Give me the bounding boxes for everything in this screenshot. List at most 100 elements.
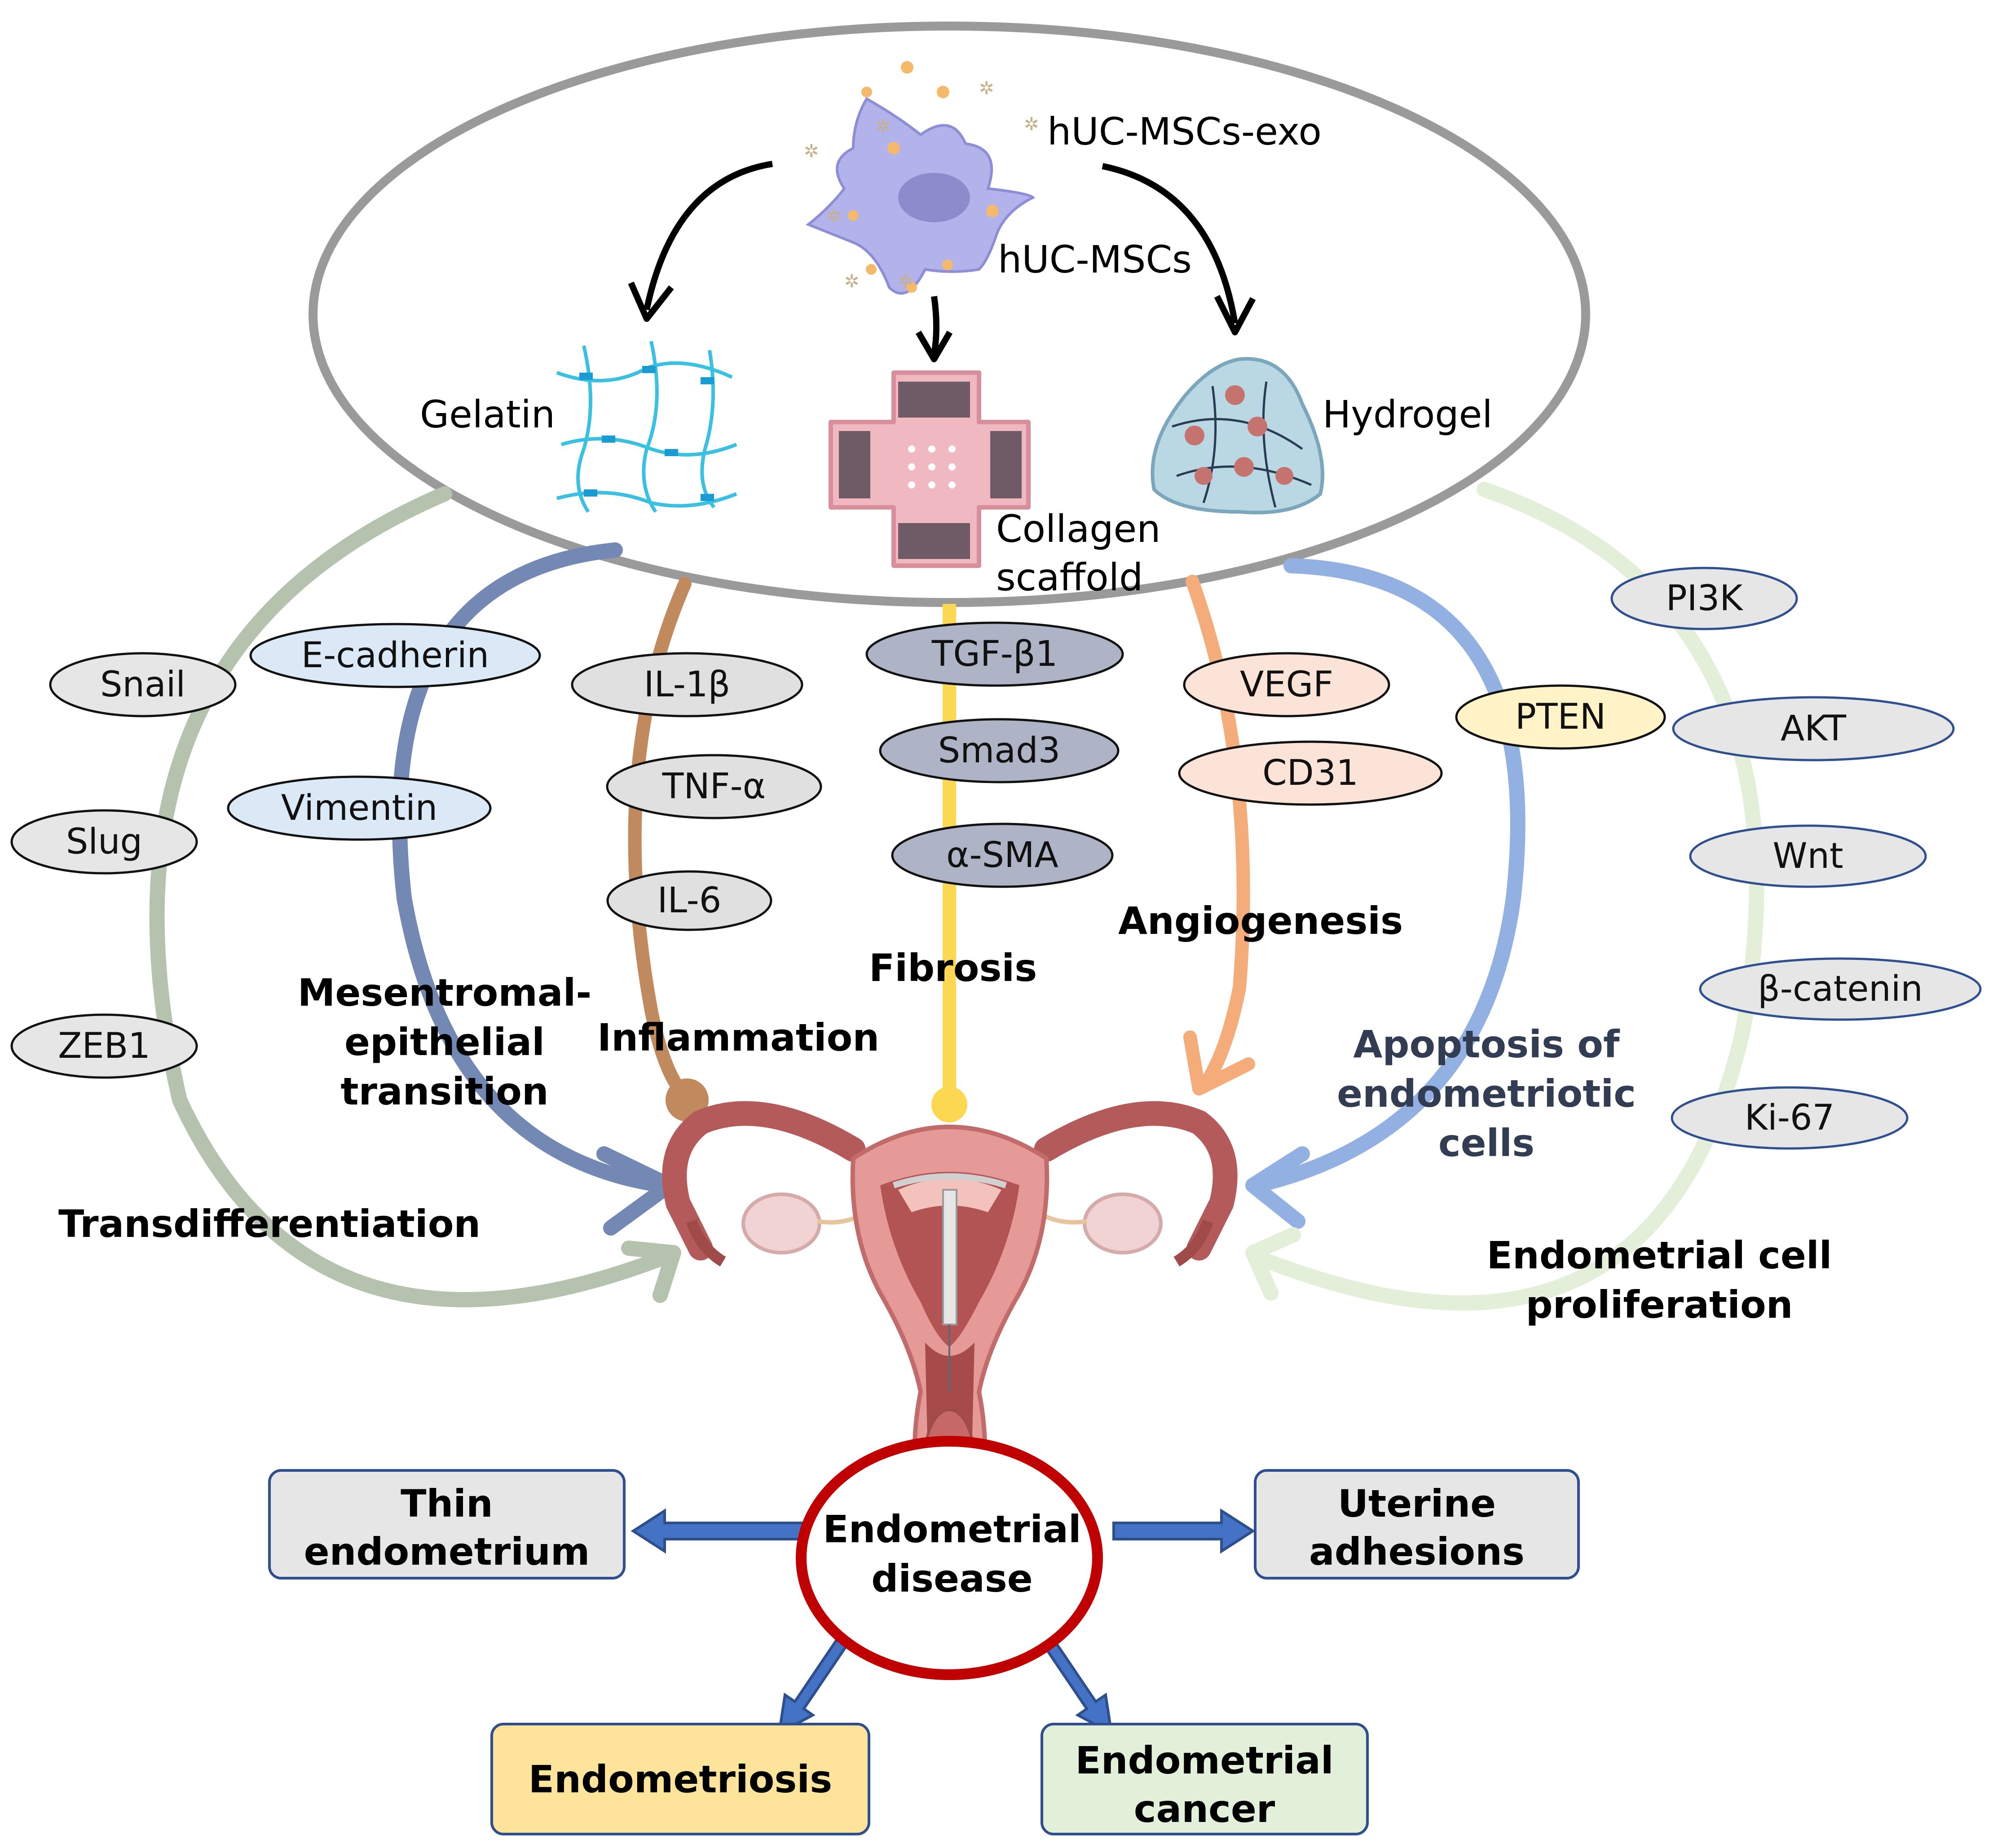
gelatin-label: Gelatin — [420, 392, 555, 436]
arrow-to-hydrogel-head — [1214, 295, 1256, 335]
pill-smad3 — [879, 718, 1120, 783]
prolif-label-1: Endometrial cell — [1487, 1233, 1832, 1277]
uterus-illustration — [662, 1101, 1238, 1520]
arrow-to-gelatin-head — [628, 282, 674, 322]
pill-wnt — [1689, 824, 1927, 888]
pill-snail — [49, 652, 237, 717]
ecadherin-text: E-cadherin — [301, 635, 489, 676]
tnfa-text: TNF-α — [662, 766, 766, 807]
transdiff-label: Transdifferentiation — [58, 1202, 481, 1246]
pill-zeb1 — [10, 1013, 198, 1079]
pill-akt — [1672, 696, 1955, 761]
apoptosis-label-1: Apoptosis of — [1353, 1022, 1620, 1066]
pill-asma — [891, 823, 1114, 888]
pill-il1b — [571, 652, 803, 717]
il1b-text: IL-1β — [644, 664, 731, 705]
fibrosis-label: Fibrosis — [869, 946, 1037, 990]
pill-ki67 — [1671, 1086, 1909, 1150]
arrow-to-collagen — [931, 296, 939, 356]
svg-text:✲: ✲ — [804, 141, 819, 162]
disease-center-1: Endometrial — [823, 1507, 1081, 1551]
apoptosis-label-3: cells — [1438, 1121, 1534, 1165]
asma-text: α-SMA — [946, 835, 1058, 876]
hydrogel-label: Hydrogel — [1323, 392, 1493, 436]
proliferation-arrowhead — [1245, 1227, 1301, 1301]
hydrogel-illustration — [1151, 357, 1324, 515]
met-arrowhead — [596, 1146, 677, 1236]
svg-text:✲: ✲ — [979, 78, 994, 99]
fibrosis-end-dot — [931, 1087, 967, 1122]
il6-text: IL-6 — [657, 880, 722, 921]
pill-tnfa — [606, 754, 822, 819]
thin-endometrium-box — [268, 1469, 626, 1580]
svg-text:✲: ✲ — [1024, 114, 1039, 135]
arrow-to-collagen-head — [915, 330, 953, 362]
pill-pten — [1455, 684, 1666, 750]
collagen-scaffold-illustration — [829, 370, 1031, 568]
wnt-text: Wnt — [1773, 836, 1843, 876]
akt-text: AKT — [1781, 708, 1846, 749]
svg-text:✲: ✲ — [898, 271, 913, 292]
cancer-label-1: Endometrial — [1075, 1738, 1333, 1782]
uterine-adhesions-box — [1254, 1469, 1580, 1580]
angiogenesis-arrowhead — [1183, 1030, 1255, 1096]
tgfb1-text: TGF-β1 — [931, 634, 1058, 674]
transdiff-arc — [149, 486, 672, 1307]
svg-text:✲: ✲ — [844, 271, 860, 292]
gelatin-mesh-illustration — [556, 341, 737, 513]
pill-cd31 — [1178, 740, 1443, 806]
pill-ecadherin — [249, 623, 541, 688]
collagen-label-2: scaffold — [996, 555, 1143, 599]
vegf-text: VEGF — [1240, 664, 1333, 705]
svg-text:✲: ✲ — [826, 206, 842, 227]
zeb1-text: ZEB1 — [58, 1026, 150, 1066]
apoptosis-arc — [1250, 558, 1526, 1193]
endometriosis-box — [490, 1723, 870, 1835]
pill-vimentin — [227, 775, 492, 841]
snail-text: Snail — [100, 664, 185, 705]
pten-text: PTEN — [1515, 697, 1606, 737]
adhesions-label-2: adhesions — [1309, 1530, 1525, 1574]
bcatenin-text: β-catenin — [1758, 969, 1923, 1009]
inflammation-label: Inflammation — [597, 1016, 879, 1060]
met-label-2: epithelial — [344, 1020, 545, 1064]
slug-text: Slug — [66, 822, 142, 862]
cd31-text: CD31 — [1262, 753, 1358, 793]
smad3-text: Smad3 — [938, 730, 1060, 771]
pill-bcatenin — [1699, 957, 1982, 1021]
pill-pi3k — [1610, 567, 1798, 630]
msc-label: hUC-MSCs — [998, 238, 1192, 282]
met-arc — [392, 542, 670, 1193]
msc-cell-illustration: ✲ ✲ ✲ ✲ ✲ ✲ ✲ — [804, 61, 1039, 295]
arrow-to-gelatin — [644, 161, 773, 311]
prolif-label-2: proliferation — [1526, 1283, 1793, 1327]
pill-il6 — [606, 870, 772, 931]
adhesions-label-1: Uterine — [1338, 1482, 1496, 1526]
pill-vegf — [1183, 652, 1390, 717]
ki67-text: Ki-67 — [1745, 1098, 1834, 1138]
pi3k-text: PI3K — [1666, 578, 1744, 619]
exo-label: hUC-MSCs-exo — [1047, 110, 1322, 154]
cancer-label-2: cancer — [1134, 1787, 1275, 1831]
thin-label-2: endometrium — [304, 1530, 590, 1574]
pill-tgfb1 — [865, 621, 1124, 687]
disease-arrows — [631, 1508, 1256, 1736]
endometrial-cancer-box — [1041, 1723, 1369, 1835]
apoptosis-label-2: endometriotic — [1337, 1072, 1636, 1116]
angiogenesis-label: Angiogenesis — [1118, 899, 1403, 943]
disease-ring — [796, 1436, 1103, 1680]
marker-pills — [10, 567, 1982, 1150]
met-label-3: transition — [340, 1069, 548, 1113]
met-label-1: Mesentromal- — [298, 971, 592, 1015]
apoptosis-arrowhead — [1245, 1146, 1310, 1229]
arrow-to-hydrogel — [1102, 163, 1238, 324]
collagen-label-1: Collagen — [996, 507, 1160, 551]
pill-slug — [10, 809, 198, 875]
thin-label-1: Thin — [401, 1482, 493, 1526]
endometriosis-label: Endometriosis — [529, 1757, 832, 1801]
vimentin-text: Vimentin — [281, 788, 437, 828]
transdiff-arrowhead — [621, 1241, 681, 1303]
svg-text:✲: ✲ — [876, 116, 891, 137]
